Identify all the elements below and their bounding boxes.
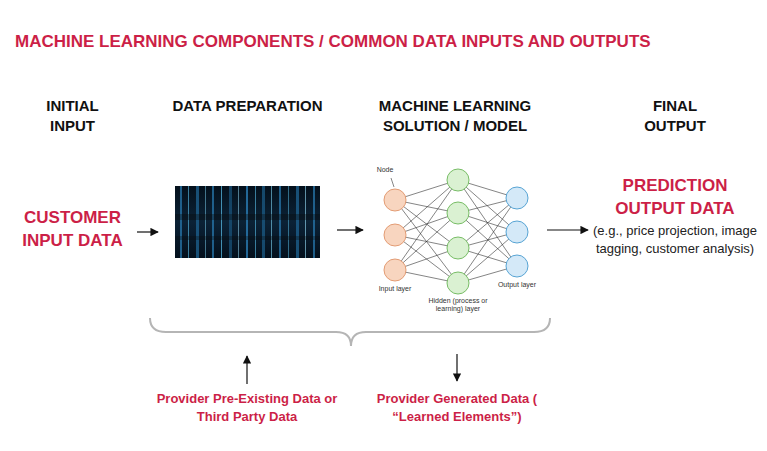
column-heading: DATA PREPARATION (160, 96, 335, 116)
bracket (150, 318, 550, 346)
column-heading: MACHINE LEARNING SOLUTION / MODEL (365, 96, 545, 136)
layer-label: Input layer (370, 285, 420, 293)
flow-arrow (337, 229, 363, 230)
layer-label: Hidden (process or learning) layer (428, 297, 488, 313)
column-heading: FINAL OUTPUT (625, 96, 725, 136)
output-text: PREDICTION OUTPUT DATA (590, 174, 760, 220)
provider-label: Provider Generated Data ( “Learned Eleme… (369, 390, 545, 426)
column-node: MACHINE LEARNING SOLUTION / MODEL (365, 96, 545, 310)
column-node: DATA PREPARATION (160, 96, 335, 263)
neural-network (384, 169, 528, 294)
input-text: CUSTOMER INPUT DATA (12, 206, 134, 252)
data-image (175, 186, 320, 258)
layer-label: Node (370, 166, 400, 174)
flow-arrow (137, 231, 158, 232)
column-heading: INITIAL INPUT (28, 96, 118, 136)
output-examples: (e.g., price projection, image tagging, … (590, 222, 760, 258)
up-arrow (246, 356, 247, 384)
column-node: FINAL OUTPUT PREDICTION OUTPUT DATA(e.g.,… (590, 96, 760, 280)
down-arrow (456, 354, 457, 381)
layer-label: Output layer (494, 281, 540, 289)
title: MACHINE LEARNING COMPONENTS / COMMON DAT… (15, 32, 651, 52)
provider-label: Provider Pre-Existing Data or Third Part… (141, 390, 353, 426)
column-node: INITIAL INPUT CUSTOMER INPUT DATA (10, 96, 135, 258)
flow-arrow (547, 229, 588, 230)
